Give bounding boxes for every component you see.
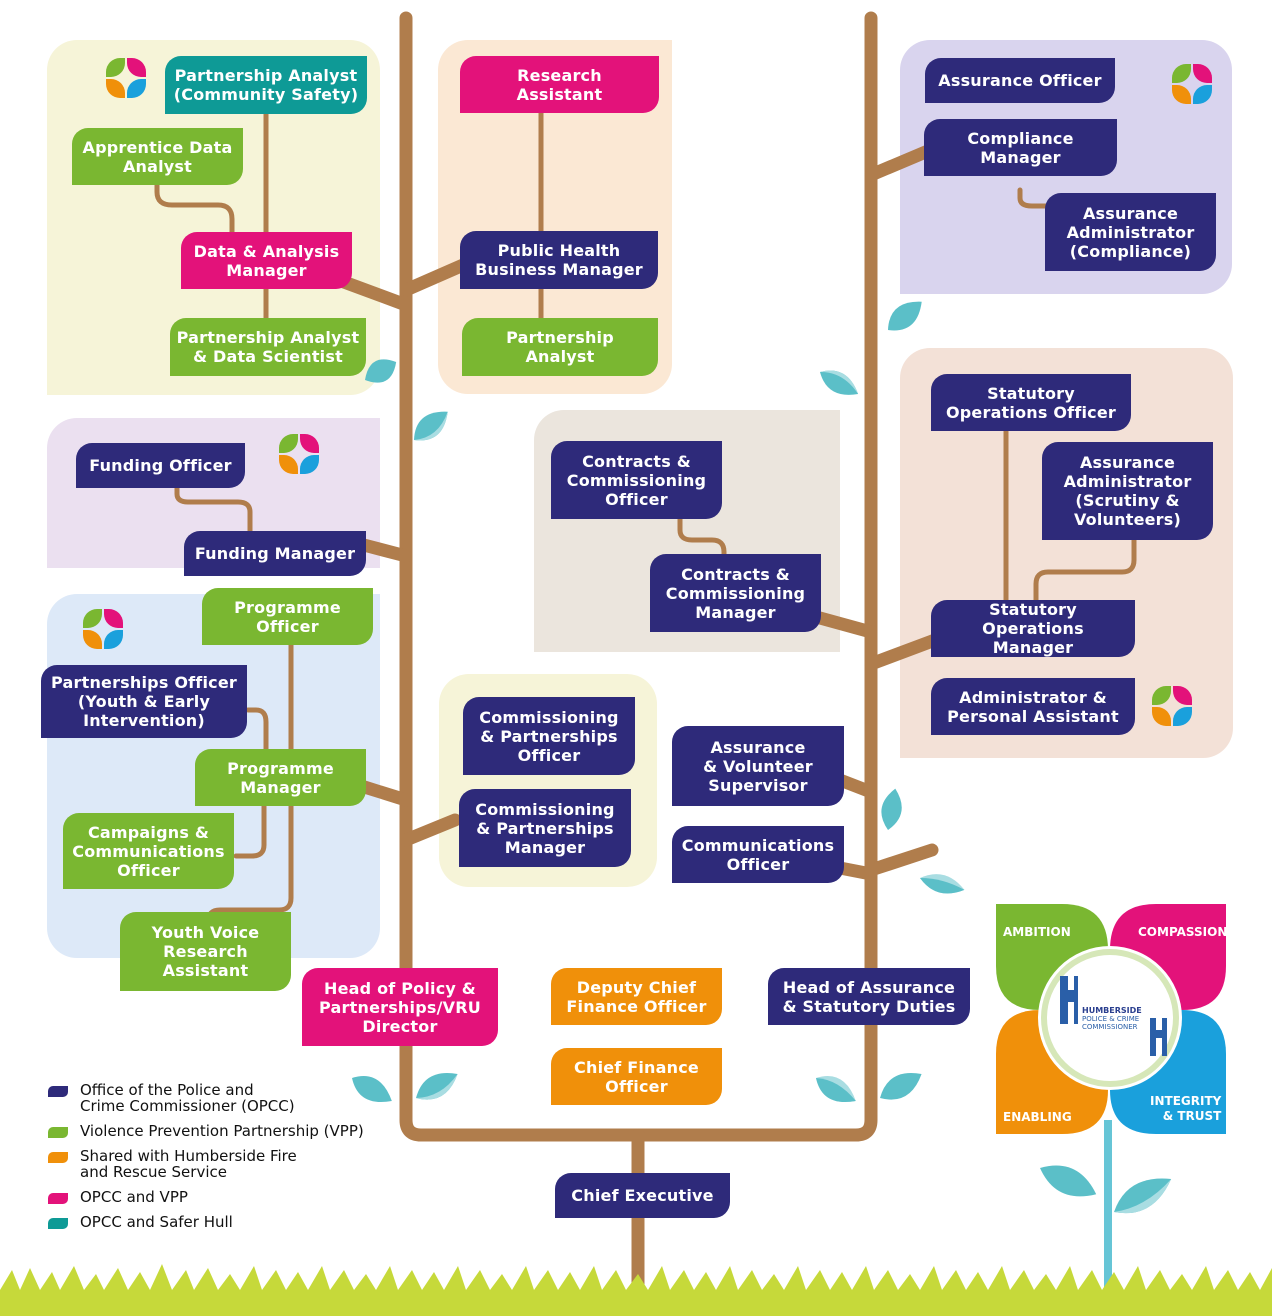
legend-swatch-opcc: [48, 1086, 68, 1097]
legend-item: OPCC and VPP: [48, 1189, 364, 1205]
role-funding-manager: Funding Manager: [184, 531, 366, 576]
role-apprentice-data-analyst: Apprentice Data Analyst: [72, 128, 243, 185]
legend-swatch-opcc-vpp: [48, 1193, 68, 1204]
role-commissioning-partnerships-manager: Commissioning & Partnerships Manager: [459, 789, 631, 867]
role-partnerships-officer-youth: Partnerships Officer (Youth & Early Inte…: [41, 665, 247, 738]
role-programme-officer: Programme Officer: [202, 588, 373, 645]
legend-item: Office of the Police and Crime Commissio…: [48, 1082, 364, 1114]
legend-label: OPCC and VPP: [80, 1188, 188, 1206]
role-programme-manager: Programme Manager: [195, 749, 366, 806]
role-funding-officer: Funding Officer: [76, 443, 245, 488]
legend-swatch-vpp: [48, 1127, 68, 1138]
legend-label: Office of the Police and Crime Commissio…: [80, 1081, 295, 1115]
role-research-assistant: Research Assistant: [460, 56, 659, 113]
legend-item: Violence Prevention Partnership (VPP): [48, 1123, 364, 1139]
role-commissioning-partnerships-officer: Commissioning & Partnerships Officer: [463, 697, 635, 775]
role-contracts-commissioning-officer: Contracts & Commissioning Officer: [551, 441, 722, 519]
role-communications-officer: Communications Officer: [672, 826, 844, 883]
role-youth-voice-research-assistant: Youth Voice Research Assistant: [120, 912, 291, 991]
role-public-health-business-manager: Public Health Business Manager: [460, 231, 658, 289]
role-partnership-analyst-ds: Partnership Analyst & Data Scientist: [170, 318, 366, 376]
role-chief-executive: Chief Executive: [555, 1173, 730, 1218]
legend-label: Shared with Humberside Fire and Rescue S…: [80, 1147, 297, 1181]
role-head-assurance: Head of Assurance & Statutory Duties: [768, 968, 970, 1025]
role-statutory-operations-officer: Statutory Operations Officer: [931, 374, 1131, 431]
role-partnership-analyst: Partnership Analyst: [462, 318, 658, 376]
humberside-logo: HUMBERSIDE POLICE & CRIME COMMISSIONER: [1082, 1006, 1142, 1032]
legend: Office of the Police and Crime Commissio…: [48, 1082, 364, 1239]
legend-label: OPCC and Safer Hull: [80, 1213, 233, 1231]
value-integrity-trust: INTEGRITY & TRUST: [1150, 1094, 1222, 1123]
legend-swatch-fire: [48, 1152, 68, 1163]
legend-item: Shared with Humberside Fire and Rescue S…: [48, 1148, 364, 1180]
role-statutory-operations-manager: Statutory Operations Manager: [931, 600, 1135, 657]
legend-label: Violence Prevention Partnership (VPP): [80, 1122, 364, 1140]
pinwheel-icon: [106, 58, 146, 98]
role-compliance-manager: Compliance Manager: [924, 119, 1117, 176]
role-data-analysis-manager: Data & Analysis Manager: [181, 232, 352, 289]
role-campaigns-communications-officer: Campaigns & Communications Officer: [63, 813, 234, 889]
pinwheel-icon: [83, 609, 123, 649]
role-assurance-admin-compliance: Assurance Administrator (Compliance): [1045, 193, 1216, 271]
role-assurance-volunteer-supervisor: Assurance & Volunteer Supervisor: [672, 726, 844, 806]
legend-item: OPCC and Safer Hull: [48, 1214, 364, 1230]
role-assurance-admin-scrutiny: Assurance Administrator (Scrutiny & Volu…: [1042, 442, 1213, 540]
role-deputy-cfo: Deputy Chief Finance Officer: [551, 968, 722, 1025]
role-partnership-analyst-cs: Partnership Analyst (Community Safety): [165, 56, 367, 114]
role-head-policy-partnerships: Head of Policy & Partnerships/VRU Direct…: [302, 968, 498, 1046]
value-compassion: COMPASSION: [1138, 925, 1228, 939]
role-assurance-officer: Assurance Officer: [925, 58, 1115, 103]
role-contracts-commissioning-manager: Contracts & Commissioning Manager: [650, 554, 821, 632]
value-enabling: ENABLING: [1003, 1110, 1072, 1124]
pinwheel-icon: [279, 434, 319, 474]
pinwheel-icon: [1172, 64, 1212, 104]
role-administrator-pa: Administrator & Personal Assistant: [931, 678, 1135, 735]
role-cfo: Chief Finance Officer: [551, 1048, 722, 1105]
pinwheel-icon: [1152, 686, 1192, 726]
value-ambition: AMBITION: [1003, 925, 1071, 939]
legend-swatch-safer-hull: [48, 1218, 68, 1229]
